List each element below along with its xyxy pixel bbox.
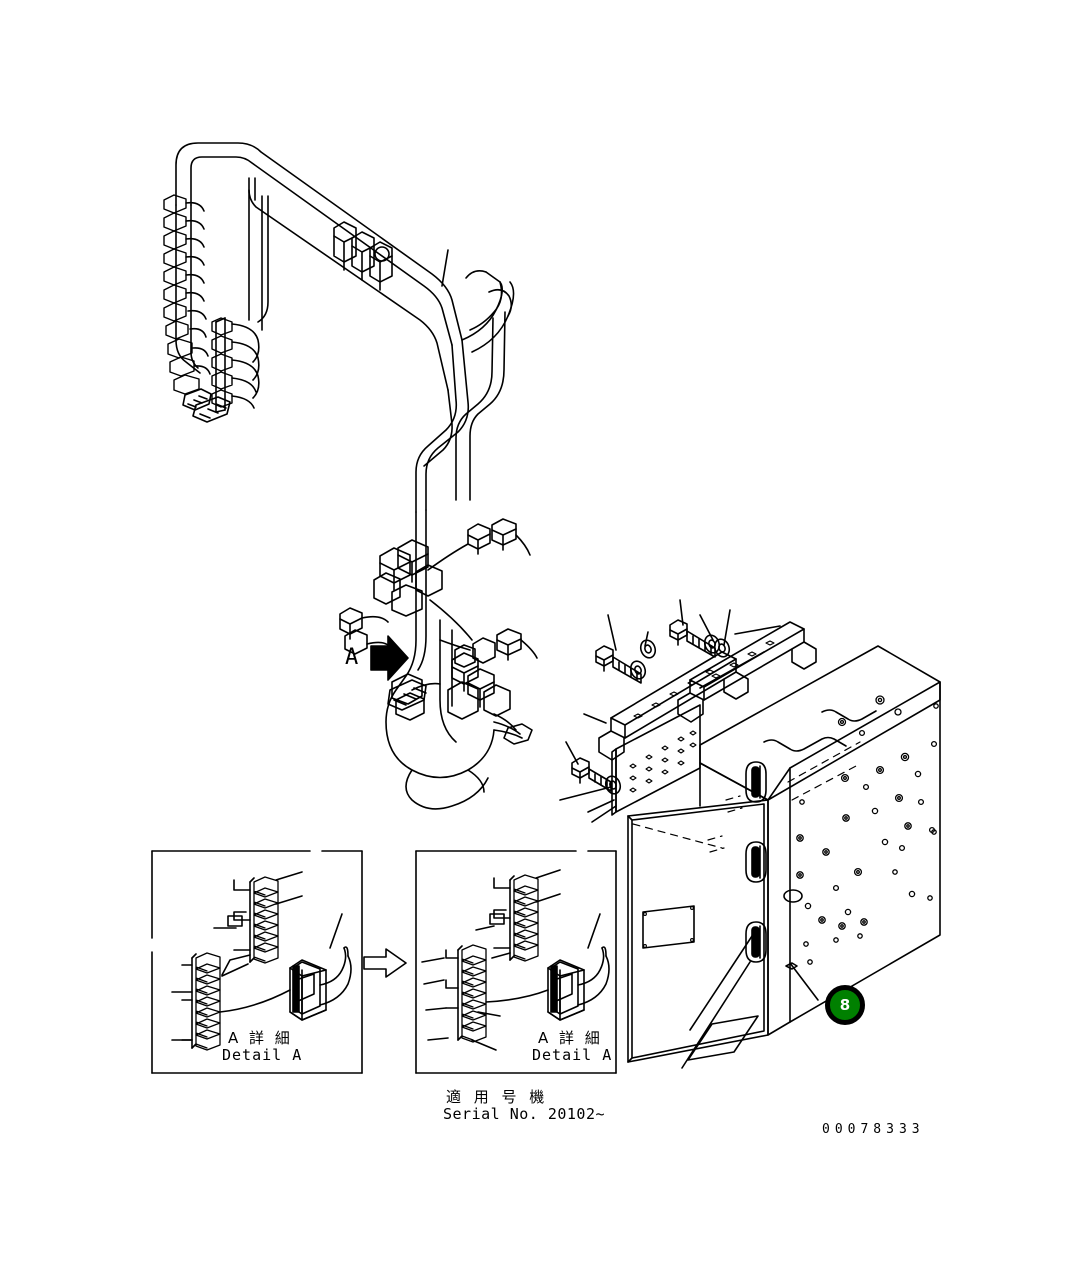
serial-note-jp: 適 用 号 機 <box>446 1088 549 1106</box>
section-letter-a: A <box>345 645 359 670</box>
balloon-number: 8 <box>839 996 851 1014</box>
inset-frame-detail-a-old <box>151 850 363 1074</box>
serial-note-en: Serial No. 20102~ <box>443 1105 606 1123</box>
connector-strip-inner <box>192 177 269 423</box>
mounting-bracket-rails <box>583 621 817 761</box>
inset-1-label-en: Detail A <box>222 1046 303 1064</box>
box-door-panel <box>627 795 769 1063</box>
balloon-callout-8[interactable]: 8 <box>825 985 865 1025</box>
mid-connector-cluster <box>373 518 538 668</box>
leader-line <box>441 249 449 287</box>
inset-2-label-jp: A 詳 細 <box>538 1029 603 1047</box>
inset-frame-detail-a-new <box>415 850 617 1074</box>
inset-content-detail-a-old <box>171 871 352 1051</box>
transition-arrow <box>363 948 407 978</box>
drawing-number: 00078333 <box>822 1122 925 1137</box>
harness-clamps <box>333 221 393 291</box>
inset-1-label-jp: A 詳 細 <box>228 1029 293 1047</box>
hex-bolts-washers <box>559 599 731 801</box>
inset-2-label-en: Detail A <box>532 1046 613 1064</box>
identification-nameplate <box>587 704 701 823</box>
inset-content-detail-a-new <box>421 869 610 1051</box>
side-connectors <box>339 607 441 721</box>
connector-strip-left <box>163 194 212 411</box>
lower-connector-cluster <box>385 509 533 810</box>
door-latch-handles <box>745 761 767 963</box>
lower-leader-lines <box>681 929 819 1069</box>
harness-main-trunk <box>175 142 515 513</box>
electrical-control-box <box>699 645 941 1036</box>
section-arrow <box>370 635 409 681</box>
